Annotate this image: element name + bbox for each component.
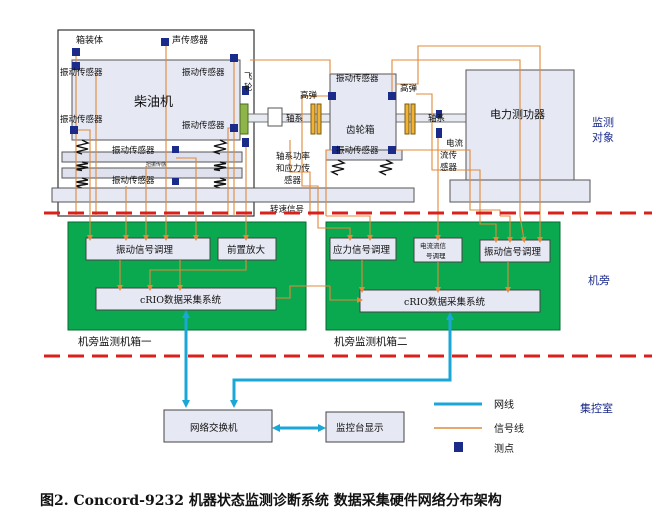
sensor-point <box>332 146 340 154</box>
box2-stress-label: 应力信号调理 <box>333 244 391 256</box>
bed-plate <box>51 187 415 203</box>
network-lines <box>182 310 454 432</box>
shaft-power-label-1: 轴系功率 <box>276 151 311 162</box>
legend-signal-label: 信号线 <box>494 422 524 435</box>
sensor-point <box>70 126 78 134</box>
elastic-right-label: 高弹 <box>400 83 418 94</box>
sensor-points <box>70 38 442 185</box>
elastic-coupling-right-b <box>410 103 416 135</box>
box2-current-label-1: 电流流信 <box>420 241 447 250</box>
signal-lines-object <box>75 44 541 216</box>
base-spring-right <box>213 161 227 172</box>
gearbox-block <box>329 73 397 151</box>
flywheel-label-1: 飞 <box>244 72 253 82</box>
box1-vib-cond-label: 振动信号调理 <box>116 244 174 256</box>
zone-control-room: 集控室 <box>580 401 613 415</box>
box1-preamp-label: 前置放大 <box>227 244 266 256</box>
current-sensor-label-2: 流传 <box>440 150 458 161</box>
shaft-left-label: 轴系 <box>286 113 303 124</box>
sensor-point <box>242 138 249 147</box>
engine-spring-right <box>211 139 229 155</box>
tiny-sensor-label: 扭振传感 <box>146 161 166 168</box>
box2-stress-cond <box>329 237 397 261</box>
enclosure-label: 箱装体 <box>76 34 103 46</box>
vib-sensor-label-7: 振动传感器 <box>336 73 379 84</box>
monitor-display-label: 监控台显示 <box>336 422 384 434</box>
sensor-point <box>172 178 179 185</box>
vib-sensor-label-2: 振动传感器 <box>182 67 225 78</box>
cabinet-one-label: 机旁监测机箱一 <box>78 335 152 348</box>
sound-sensor-label: 声传感器 <box>172 34 208 46</box>
engine-label: 柴油机 <box>134 95 173 110</box>
sensor-point <box>388 92 396 100</box>
sensor-point <box>436 110 442 118</box>
sensor-point <box>230 124 238 132</box>
sensor-point <box>242 86 249 95</box>
vib-sensor-label-1: 振动传感器 <box>60 67 103 78</box>
engine-base <box>61 151 243 163</box>
coupling <box>267 107 283 127</box>
sensor-point <box>388 146 396 154</box>
shaft-power-label-3: 感器 <box>284 175 302 186</box>
dynamometer-label: 电力测功器 <box>490 108 545 121</box>
box2-current-label-2: 号调理 <box>426 251 446 260</box>
gearbox-spring-right <box>377 159 395 176</box>
engine-spring-left <box>73 139 91 155</box>
legend-point-square <box>454 442 463 452</box>
box2-vib-label: 振动信号调理 <box>484 246 542 258</box>
sensor-point <box>161 38 169 46</box>
speed-signal-label: 转速信号 <box>270 204 304 215</box>
elastic-coupling-right-a <box>404 103 410 135</box>
network-switch-label: 网络交换机 <box>190 422 238 434</box>
gearbox-label: 齿轮箱 <box>346 124 375 136</box>
sensor-point <box>230 54 238 62</box>
sensor-point <box>72 48 80 56</box>
zone-monitor-object-1: 监测 <box>592 116 614 129</box>
sensor-point <box>72 62 80 70</box>
box2-current-cond <box>413 237 463 263</box>
sensor-point <box>436 128 442 138</box>
box1-crio-label: cRIO数据采集系统 <box>140 294 222 306</box>
cabinet-two-label: 机旁监测机箱二 <box>334 335 408 348</box>
shaft-right-label: 轴系 <box>428 113 445 124</box>
signal-lines-cabinet <box>87 215 543 303</box>
flywheel <box>239 103 249 135</box>
figure-caption: 图2. Concord-9232 机器状态监测诊断系统 数据采集硬件网络分布架构 <box>40 492 502 509</box>
gearbox-spring-left <box>329 159 347 176</box>
base-spring-left <box>75 161 89 172</box>
vib-sensor-label-5: 振动传感器 <box>112 145 155 156</box>
legend-point-label: 测点 <box>494 442 514 455</box>
current-sensor-label-3: 感器 <box>440 162 458 173</box>
floor-spring-left <box>75 177 89 189</box>
vib-sensor-label-4: 振动传感器 <box>182 120 225 131</box>
elastic-coupling-left-a <box>310 103 316 135</box>
legend: 网线 信号线 测点 <box>434 398 524 455</box>
floor-spring-right <box>213 177 227 189</box>
engine-block <box>71 59 241 141</box>
box2-vib-cond <box>479 239 551 263</box>
legend-network-label: 网线 <box>494 398 514 411</box>
shaft-power-label-2: 和应力传 <box>276 163 311 174</box>
sensor-point <box>172 146 179 153</box>
flywheel-label-2: 轮 <box>244 82 253 93</box>
engine-base-lower <box>61 167 243 179</box>
network-switch-box <box>163 409 273 443</box>
vib-sensor-label-3: 振动传感器 <box>60 114 103 125</box>
vib-sensor-label-6: 振动传感器 <box>112 175 155 186</box>
zone-machine-side: 机旁 <box>588 273 610 287</box>
elastic-left-label: 高弹 <box>300 90 318 101</box>
elastic-coupling-left-b <box>316 103 322 135</box>
zone-monitor-object-2: 对象 <box>592 130 614 144</box>
current-sensor-label-1: 电流 <box>446 138 464 149</box>
sensor-point <box>328 92 336 100</box>
box2-crio-label: cRIO数据采集系统 <box>404 296 486 308</box>
vib-sensor-label-8: 振动传感器 <box>336 145 379 156</box>
monitor-display-box <box>325 411 405 443</box>
